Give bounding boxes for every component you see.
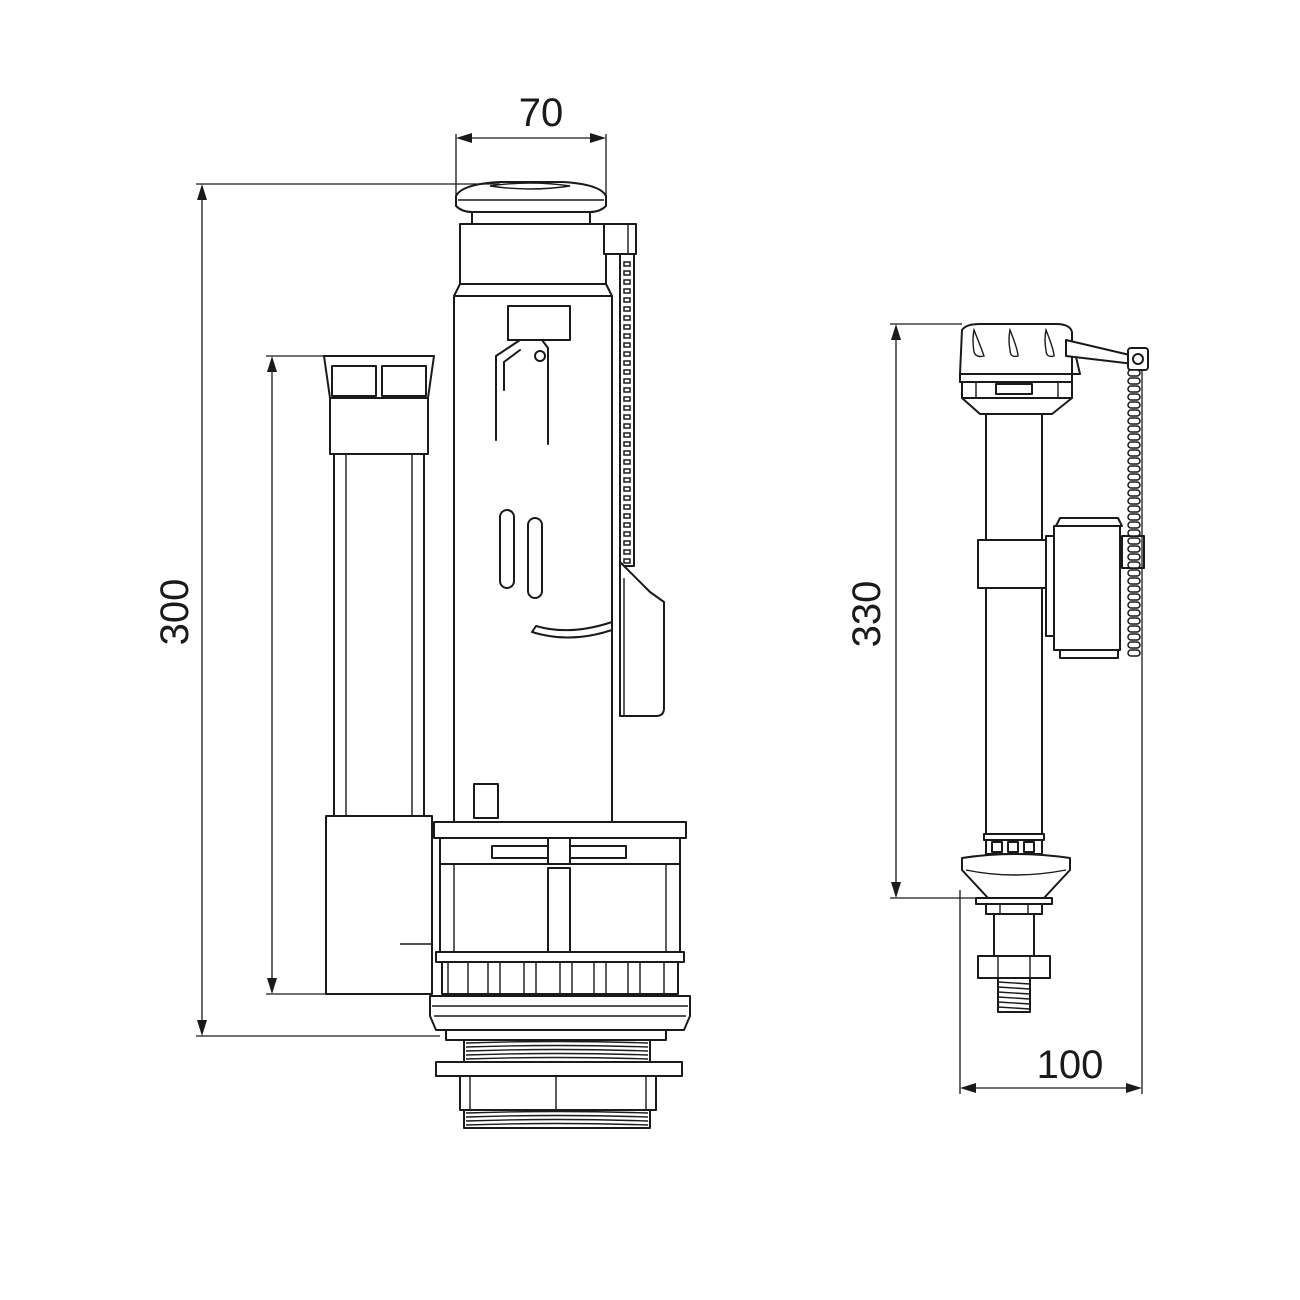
float	[1053, 525, 1121, 651]
dimension-lines	[196, 133, 1143, 1094]
tube-cap-left	[331, 365, 377, 397]
upper-collar	[459, 223, 607, 285]
push-button	[455, 181, 607, 225]
overflow-tube	[323, 355, 435, 995]
float-chain	[1127, 369, 1141, 657]
fill-valve	[959, 323, 1149, 1013]
tube-cap-right	[381, 365, 427, 397]
riser-tube	[985, 413, 1043, 839]
float-housing	[619, 561, 665, 717]
slot-right	[527, 517, 543, 599]
lower-collar	[961, 833, 1071, 915]
inlet-nut	[977, 913, 1051, 1013]
clip	[473, 783, 499, 819]
lever-housing	[603, 223, 637, 255]
valve-head	[959, 323, 1149, 415]
base-flange	[429, 995, 691, 1041]
slot-left	[499, 509, 515, 589]
flush-valve	[323, 181, 691, 1129]
dim-330-label: 330	[845, 581, 889, 648]
cage	[433, 821, 687, 995]
float-clamp	[977, 539, 1055, 589]
window	[507, 305, 571, 341]
dim-100-label: 100	[1037, 1043, 1104, 1087]
cage-bars	[447, 962, 665, 994]
dim-70-label: 70	[519, 91, 564, 135]
dim-300-label: 300	[153, 579, 197, 646]
threaded-neck	[435, 1039, 683, 1129]
rod-ticks	[623, 261, 631, 564]
